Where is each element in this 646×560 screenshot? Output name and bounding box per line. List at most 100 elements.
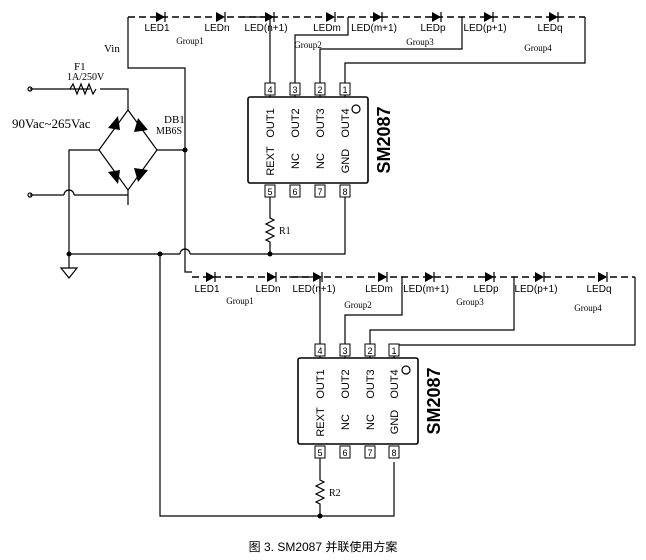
figure-caption: 图 3. SM2087 并联使用方案 [249, 539, 398, 554]
pin-box [314, 343, 326, 357]
power-wiring [30, 17, 395, 517]
fuse-rating: 1A/250V [67, 72, 105, 83]
led-label: LED(p+1) [463, 23, 506, 34]
pin-box [289, 184, 301, 198]
led-label: LEDm [365, 284, 393, 295]
pin-number: 5 [317, 448, 322, 458]
led-diode [535, 272, 545, 282]
driver-circuit-2: LED1 LEDn LED(n+1) LEDm LED(m+1) LEDp LED(p+1)… [192, 272, 636, 516]
pin-name: OUT2 [340, 369, 352, 398]
pin-name: OUT1 [315, 369, 327, 398]
led-label: LED(m+1) [403, 284, 449, 295]
led-label: LEDq [586, 284, 611, 295]
resistor-label: R2 [329, 488, 341, 499]
pin-number: 2 [317, 85, 322, 95]
pin-number: 1 [342, 85, 347, 95]
led-label: LEDn [255, 284, 280, 295]
group-label: Group1 [226, 296, 254, 306]
pin-number: 2 [367, 346, 372, 356]
pin-name: OUT4 [389, 369, 401, 398]
led-label: LEDn [204, 23, 229, 34]
led-label: LEDq [537, 23, 562, 34]
pin-number: 3 [292, 85, 297, 95]
pin-number: 6 [342, 448, 347, 458]
pin-box [364, 343, 376, 357]
out-connection [344, 277, 403, 358]
pin-name: OUT3 [315, 108, 327, 137]
group-label: Group2 [344, 300, 372, 310]
pin-name: REXT [265, 146, 277, 176]
junction-dots [66, 147, 323, 519]
led-label: LED1 [194, 284, 219, 295]
power-labels: Vin F1 1A/250V 90Vac~265Vac DB1 MB6S [12, 43, 185, 137]
group-label: Group3 [456, 297, 484, 307]
out-connection [344, 17, 586, 97]
bridge-rectifier [108, 116, 148, 184]
out-connection [294, 17, 349, 97]
ic-body [247, 96, 369, 184]
vin-label: Vin [104, 43, 120, 55]
pin-number: 4 [317, 346, 322, 356]
pin-number: 4 [267, 85, 272, 95]
led-label: LEDm [313, 23, 341, 34]
led-diode [425, 272, 435, 282]
pin-number: 8 [391, 448, 396, 458]
bridge-part: MB6S [156, 126, 182, 137]
led-label: LED(n+1) [244, 23, 287, 34]
led-label: LED(p+1) [514, 284, 557, 295]
pin-name: OUT3 [365, 369, 377, 398]
pin-name: REXT [315, 407, 327, 437]
ac-input-label: 90Vac~265Vac [12, 116, 91, 131]
led-diode [326, 12, 336, 22]
pin-name: NC [315, 153, 327, 169]
pin-box [388, 445, 400, 459]
out-connection [289, 276, 321, 358]
pin-number: 3 [342, 346, 347, 356]
pin-box [388, 343, 400, 357]
bridge-label: DB1 [164, 114, 185, 126]
pin-number: 7 [367, 448, 372, 458]
group-label: Group4 [524, 43, 552, 53]
pin-name: NC [340, 414, 352, 430]
pin-box [314, 184, 326, 198]
led-diode [267, 272, 277, 282]
led-diode [373, 12, 383, 22]
pin-number: 6 [292, 187, 297, 197]
group-label: Group4 [574, 303, 602, 313]
rext-resistor [314, 458, 326, 516]
pin-name: GND [340, 149, 352, 174]
fuse-f1 [69, 82, 97, 96]
group-label: Group1 [176, 36, 204, 46]
pin-box [339, 82, 351, 96]
pin-name: OUT2 [290, 108, 302, 137]
fuse-label: F1 [74, 61, 86, 73]
chip-name: SM2087 [424, 367, 444, 434]
group-label: Group2 [294, 40, 322, 50]
pin-number: 5 [267, 187, 272, 197]
led-diode [484, 12, 494, 22]
led-diode [216, 12, 226, 22]
led-label: LED(n+1) [292, 284, 335, 295]
rext-resistor [264, 197, 276, 254]
led-label: LEDp [473, 284, 498, 295]
out-connection [240, 16, 271, 97]
pin-number: 1 [391, 346, 396, 356]
pin-name: GND [389, 410, 401, 435]
pin-box [339, 343, 351, 357]
pin-box [364, 445, 376, 459]
pin-name: OUT4 [340, 108, 352, 137]
pin-box [289, 82, 301, 96]
pin-name: OUT1 [265, 108, 277, 137]
led-diode [378, 272, 388, 282]
ac-input-terminals [27, 86, 33, 198]
ic-body [297, 357, 419, 445]
led-diode [206, 272, 216, 282]
pin-number: 8 [342, 187, 347, 197]
resistor-label: R1 [279, 226, 291, 237]
group-label: Group3 [406, 37, 434, 47]
pin-box [314, 82, 326, 96]
led-diode [485, 272, 495, 282]
out-connection [319, 17, 463, 97]
led-diode [598, 272, 608, 282]
